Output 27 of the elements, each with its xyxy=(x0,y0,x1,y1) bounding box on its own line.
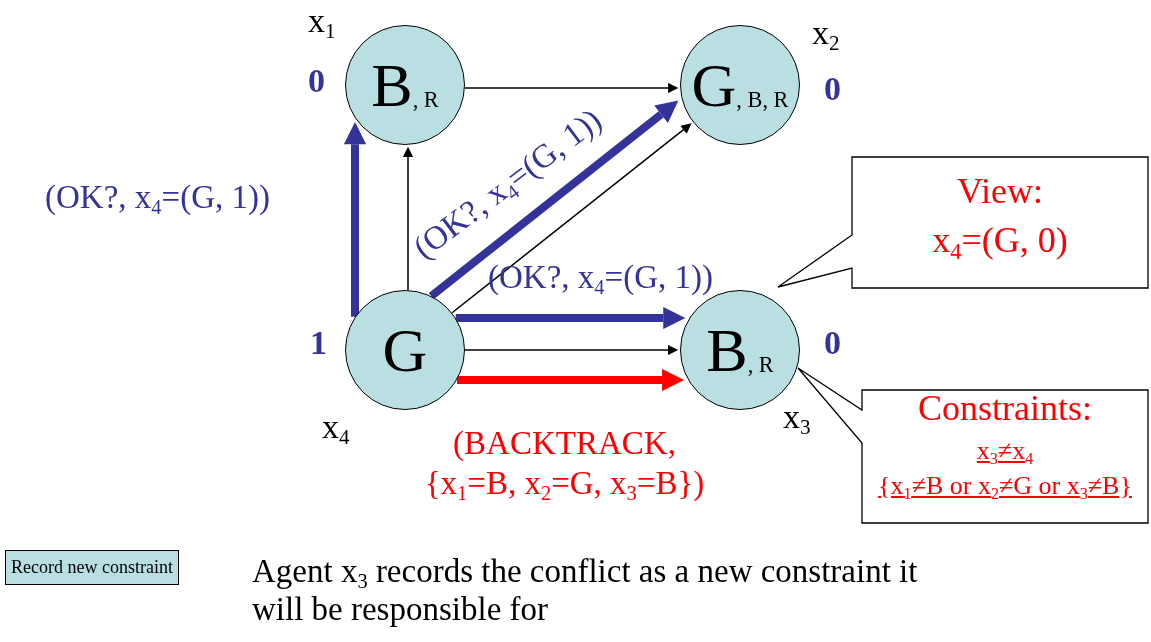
agent-name: x$_{2}$ xyxy=(812,16,840,50)
priority-number: 0 xyxy=(308,64,325,98)
link-arrow xyxy=(464,82,679,94)
callout-heading: Constraints: xyxy=(918,387,1092,430)
link-arrow xyxy=(402,146,414,291)
priority-number: 0 xyxy=(824,326,841,360)
edge-label: (BACKTRACK, {x$_{1}$=B, x$_{2}$=G, x$_{3}$=B}) xyxy=(423,424,706,504)
legend-tag: Record new constraint xyxy=(5,550,179,585)
edge-label: (OK?, x$_{4}$=(G, 1)) xyxy=(488,258,713,298)
priority-number: 1 xyxy=(310,326,327,360)
message-arrow xyxy=(343,122,367,317)
callout-text: x$_{4}$=(G, 0) xyxy=(932,218,1068,265)
agent-value: G xyxy=(382,319,428,381)
agent-name: x$_{4}$ xyxy=(322,410,350,444)
link-arrow xyxy=(464,344,679,356)
message-arrow xyxy=(428,100,679,300)
explanation-note: Agent x$_{3}$ records the conflict as a new constraint it will be responsible for xyxy=(252,553,919,629)
callout-heading: View: xyxy=(957,170,1043,213)
message-arrow xyxy=(456,368,685,392)
agent-name: x$_{3}$ xyxy=(783,400,811,434)
priority-number: 0 xyxy=(824,72,841,106)
callout-text: x$_{3}$≠x$_{4}$ xyxy=(976,434,1034,468)
agent-name: x$_{1}$ xyxy=(308,4,336,38)
message-arrow xyxy=(455,306,686,330)
edge-label: (OK?, x$_{4}$=(G, 1)) xyxy=(45,178,270,218)
callout-text: {x$_{1}$≠B or x$_{2}$≠G or x$_{3}$≠B} xyxy=(878,469,1132,503)
link-arrow xyxy=(451,123,692,314)
